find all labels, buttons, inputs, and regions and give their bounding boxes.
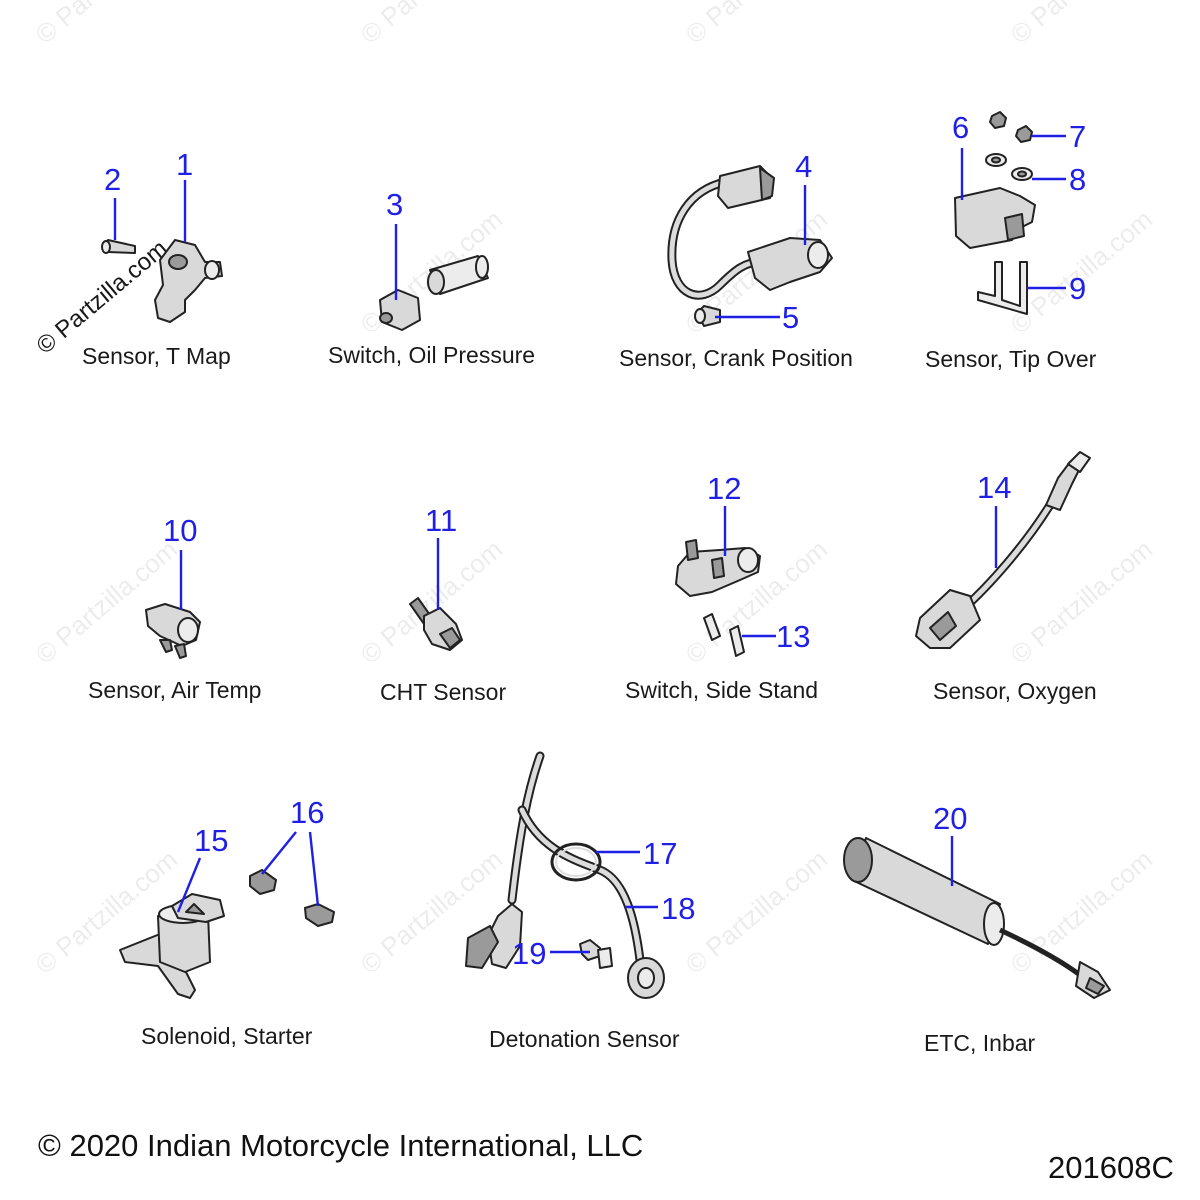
leader-line xyxy=(308,831,320,907)
starter-solenoid-drawing xyxy=(119,869,335,999)
section-starter-solenoid: 15 16 Solenoid, Starter xyxy=(119,795,335,1049)
section-t-map-sensor: 1 2 Sensor, T Map xyxy=(82,147,231,369)
watermark: © Partzilla.com xyxy=(30,0,183,50)
callout-number: 11 xyxy=(425,503,457,538)
oxygen-sensor-drawing xyxy=(915,451,1091,649)
callout-number: 2 xyxy=(104,162,121,197)
section-cht-sensor: 11 CHT Sensor xyxy=(380,503,506,705)
crank-position-sensor-drawing xyxy=(667,165,833,327)
watermark: © Partzilla.com xyxy=(355,0,508,50)
section-caption: Sensor, Tip Over xyxy=(925,346,1097,372)
section-side-stand-switch: 12 13 Switch, Side Stand xyxy=(625,471,818,703)
callout-number: 13 xyxy=(776,619,810,654)
section-oil-pressure-switch: 3 Switch, Oil Pressure xyxy=(328,187,535,368)
air-temp-sensor-drawing xyxy=(145,603,201,659)
callout-number: 9 xyxy=(1069,271,1086,306)
callout-number: 19 xyxy=(512,936,546,971)
etc-inbar-drawing xyxy=(843,837,1111,999)
watermark: © Partzilla.com xyxy=(32,235,173,360)
watermark: © Partzilla.com xyxy=(30,534,183,670)
section-caption: Solenoid, Starter xyxy=(141,1023,313,1049)
section-caption: Switch, Side Stand xyxy=(625,677,818,703)
tip-over-sensor-drawing xyxy=(954,111,1036,315)
watermark: © Partzilla.com xyxy=(1005,844,1158,980)
oil-pressure-switch-drawing xyxy=(379,255,489,331)
side-stand-switch-drawing xyxy=(675,539,761,657)
section-tip-over-sensor: 6 7 8 9 Sensor, Tip Over xyxy=(925,110,1097,372)
callout-number: 5 xyxy=(782,300,799,335)
callout-number: 15 xyxy=(194,823,228,858)
callout-number: 1 xyxy=(176,147,193,182)
section-caption: Switch, Oil Pressure xyxy=(328,342,535,368)
callout-number: 10 xyxy=(163,513,197,548)
section-caption: Sensor, Oxygen xyxy=(933,678,1097,704)
section-detonation-sensor: 17 18 19 Detonation Sensor xyxy=(465,751,695,1052)
callout-number: 12 xyxy=(707,471,741,506)
callout-number: 17 xyxy=(643,836,677,871)
detonation-sensor-drawing xyxy=(465,751,665,999)
drawing-number: 201608C xyxy=(1048,1150,1174,1185)
watermark: © Partzilla.com xyxy=(680,844,833,980)
section-caption: CHT Sensor xyxy=(380,679,506,705)
t-map-sensor-drawing xyxy=(101,239,223,323)
callout-number: 3 xyxy=(386,187,403,222)
copyright-notice: © 2020 Indian Motorcycle International, … xyxy=(38,1128,643,1163)
watermark: © Partzilla.com xyxy=(680,0,833,50)
section-crank-position-sensor: 4 5 Sensor, Crank Position xyxy=(619,149,853,371)
watermark: © Partzilla.com xyxy=(1005,0,1158,50)
callout-number: 18 xyxy=(661,891,695,926)
cht-sensor-drawing xyxy=(409,597,463,651)
callout-number: 8 xyxy=(1069,162,1086,197)
section-caption: ETC, Inbar xyxy=(924,1030,1036,1056)
callout-number: 7 xyxy=(1069,119,1086,154)
callout-number: 4 xyxy=(795,149,812,184)
section-caption: Sensor, Air Temp xyxy=(88,677,261,703)
leader-line xyxy=(176,857,202,913)
section-etc-inbar: 20 ETC, Inbar xyxy=(843,801,1111,1056)
section-oxygen-sensor: 14 Sensor, Oxygen xyxy=(915,451,1097,704)
section-caption: Sensor, T Map xyxy=(82,343,231,369)
watermark: © Partzilla.com xyxy=(1005,534,1158,670)
section-caption: Sensor, Crank Position xyxy=(619,345,853,371)
section-air-temp-sensor: 10 Sensor, Air Temp xyxy=(88,513,261,703)
leader-line xyxy=(261,831,297,875)
callout-number: 14 xyxy=(977,470,1011,505)
section-caption: Detonation Sensor xyxy=(489,1026,680,1052)
callout-number: 20 xyxy=(933,801,967,836)
callout-number: 16 xyxy=(290,795,324,830)
watermark: © Partzilla.com xyxy=(355,534,508,670)
callout-number: 6 xyxy=(952,110,969,145)
